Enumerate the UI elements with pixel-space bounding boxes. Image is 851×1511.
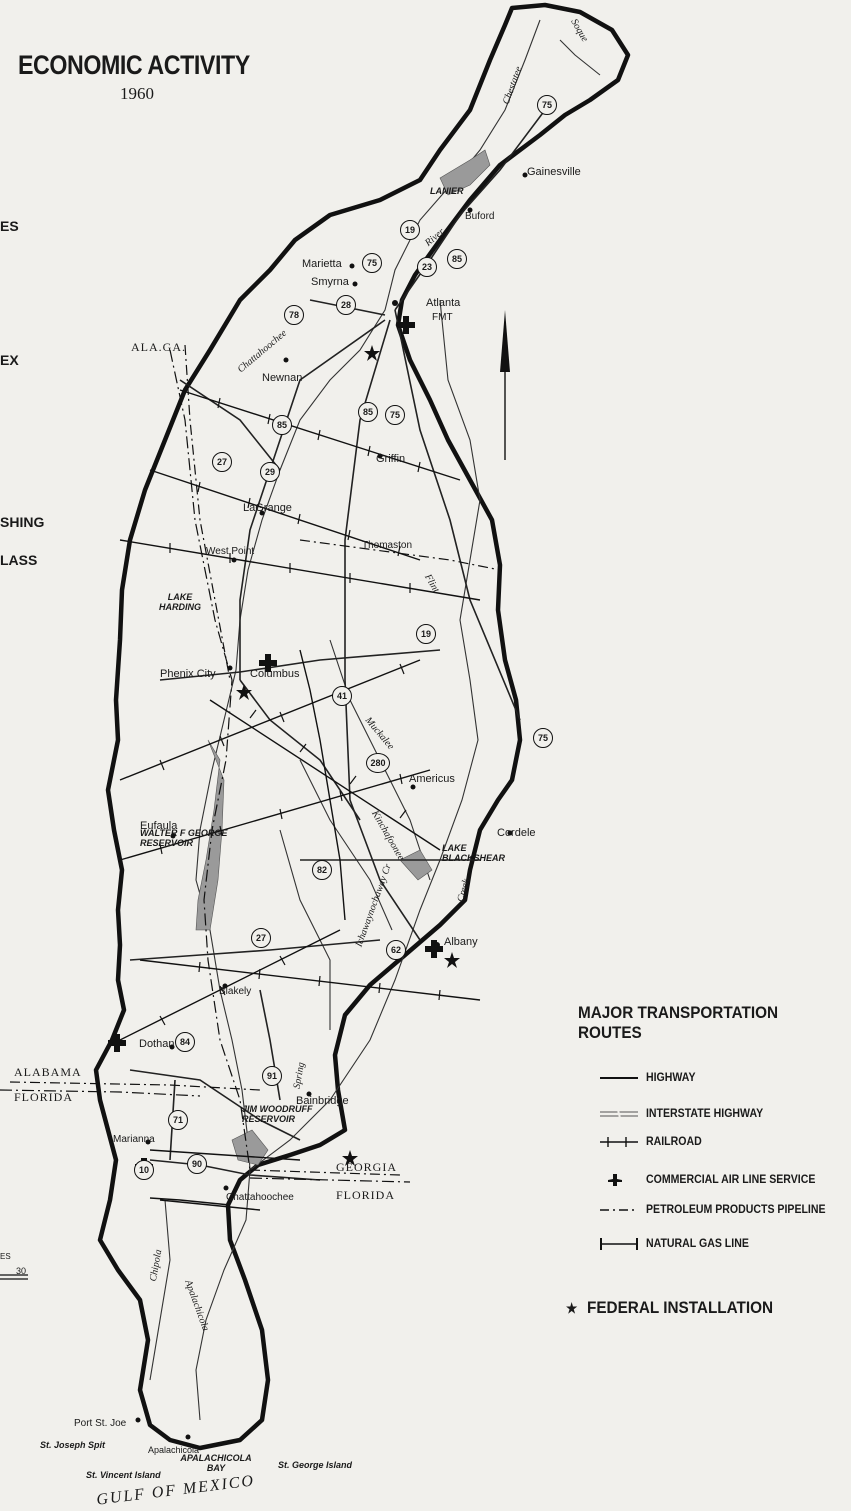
legend-item-air: COMMERCIAL AIR LINE SERVICE (600, 1170, 850, 1190)
city-label: West Point (206, 546, 255, 557)
route-shield: 91 (262, 1066, 282, 1086)
interstate-symbol (600, 1109, 638, 1119)
city-label: Columbus (250, 668, 300, 680)
federal-installation-stars (236, 345, 460, 1166)
railroad-symbol (600, 1137, 638, 1147)
route-shield: 19 (416, 624, 436, 644)
scale-bar (0, 1274, 28, 1280)
route-shield: 280 (366, 753, 390, 773)
legend-federal-installation: ★ FEDERAL INSTALLATION (566, 1298, 774, 1317)
legend-item-gas: NATURAL GAS LINE (600, 1234, 850, 1254)
map-year: 1960 (120, 84, 154, 103)
route-shield: 82 (312, 860, 332, 880)
route-shield: 90 (187, 1154, 207, 1174)
airplane-icon (608, 1174, 622, 1186)
city-label: Atlanta (426, 297, 461, 309)
cropped-text-fragment: LASS (0, 552, 38, 568)
cropped-text-fragment: 30 (16, 1266, 27, 1276)
route-shield: 75 (533, 728, 553, 748)
city-label: Cordele (497, 827, 536, 839)
route-shield: 27 (251, 928, 271, 948)
railroad-ticks (159, 397, 441, 1026)
route-shield: 75 (362, 253, 382, 273)
water-label: APALACHICOLA BAY (180, 1453, 252, 1473)
pipeline-symbol (600, 1209, 638, 1211)
city-label: Thomaston (362, 540, 413, 551)
star-icon: ★ (566, 1300, 578, 1316)
route-shield: 75 (385, 405, 405, 425)
city-label: LaGrange (243, 502, 292, 514)
route-shield: 29 (260, 462, 280, 482)
route-shield: 19 (400, 220, 420, 240)
route-shield: 62 (386, 940, 406, 960)
railroads (119, 389, 481, 1211)
city-label: Dothan (139, 1038, 175, 1050)
cropped-text-fragment: EX (0, 352, 19, 368)
city-label: Gainesville (527, 166, 581, 178)
city-label: FMT (432, 312, 453, 323)
map-title: ECONOMIC ACTIVITY (18, 50, 250, 80)
reservoirs (195, 149, 491, 1166)
basin-outline (93, 2, 631, 1451)
state-label: GEORGIA (336, 1160, 397, 1174)
cropped-text-fragment: ES (0, 1252, 11, 1261)
city-label: Smyrna (311, 276, 349, 288)
state-borders (0, 349, 411, 1183)
legend-item-petroleum: PETROLEUM PRODUCTS PIPELINE (600, 1200, 850, 1220)
route-shield: 85 (272, 415, 292, 435)
city-label: Marietta (302, 258, 342, 270)
route-shield: 28 (336, 295, 356, 315)
route-shield: 23 (417, 257, 437, 277)
water-label: St. Joseph Spit (40, 1440, 106, 1450)
water-label: WALTER F GEORGE RESERVOIR (140, 828, 228, 848)
route-shield: 71 (168, 1110, 188, 1130)
legend-item-interstate: INTERSTATE HIGHWAY (600, 1104, 850, 1124)
route-shield: 27 (212, 452, 232, 472)
cropped-text-fragment: SHING (0, 514, 45, 530)
north-arrow (500, 310, 510, 460)
city-dots (135, 172, 528, 1440)
route-shield: 84 (175, 1032, 195, 1052)
water-label: LAKE BLACKSHEAR (442, 843, 505, 863)
city-label: Newnan (262, 372, 303, 384)
cropped-text-fragment: ES (0, 218, 19, 234)
city-label: Buford (465, 211, 495, 222)
city-label: Americus (409, 773, 455, 785)
city-label: Blakely (219, 986, 252, 997)
legend-item-highway: HIGHWAY (600, 1068, 850, 1088)
route-shield: 85 (358, 402, 378, 422)
state-label: ALABAMA (14, 1065, 82, 1079)
city-label: Phenix City (160, 668, 216, 680)
route-shield: 78 (284, 305, 304, 325)
water-label: JIM WOODRUFF RESERVOIR (242, 1104, 313, 1124)
legend-item-railroad: RAILROAD (600, 1132, 850, 1152)
city-label: Albany (444, 936, 478, 948)
highway-symbol (600, 1077, 638, 1079)
water-label: LAKE HARDING (159, 592, 201, 612)
water-label: St. George Island (278, 1460, 353, 1470)
gas-lines (149, 649, 346, 1206)
route-shield: 10 (134, 1160, 154, 1180)
city-label: Port St. Joe (74, 1418, 127, 1429)
water-label: St. Vincent Island (86, 1470, 161, 1480)
city-label: Marianna (113, 1134, 155, 1145)
water-label: LANIER (430, 186, 464, 196)
route-shield: 75 (537, 95, 557, 115)
city-label: Apalachicola (148, 1445, 200, 1455)
state-label: FLORIDA (14, 1090, 74, 1104)
state-label: ALA.GA. (131, 340, 186, 354)
legend-title: MAJOR TRANSPORTATION ROUTES (578, 1003, 779, 1042)
state-label: FLORIDA (336, 1188, 396, 1202)
route-shield: 41 (332, 686, 352, 706)
pipelines (9, 344, 501, 1176)
city-label: Bainbridge (296, 1095, 349, 1107)
city-label: Eufaula (140, 820, 178, 832)
highways (129, 109, 546, 1181)
gas-line-symbol (600, 1238, 638, 1250)
route-shield: 85 (447, 249, 467, 269)
city-label: Griffin (376, 453, 406, 465)
city-label: Chattahoochee (226, 1192, 294, 1203)
